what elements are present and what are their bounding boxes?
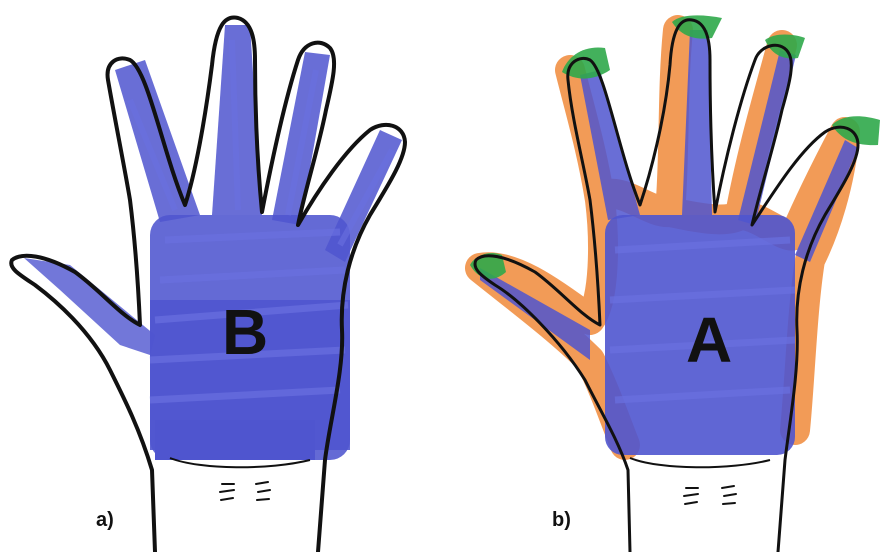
panel-label-b: b) <box>552 509 571 532</box>
hand-illustration-b <box>440 0 880 552</box>
wrist-creases-b <box>684 486 736 504</box>
panel-label-a: a) <box>96 509 114 532</box>
region-letter-b: B <box>222 300 268 364</box>
panel-a: B a) <box>0 0 440 552</box>
region-letter-a: A <box>686 308 732 372</box>
hand-illustration-a <box>0 0 440 552</box>
wrist-creases-a <box>220 482 270 500</box>
hand-fill-a <box>24 25 402 460</box>
panel-b: A b) <box>440 0 880 552</box>
